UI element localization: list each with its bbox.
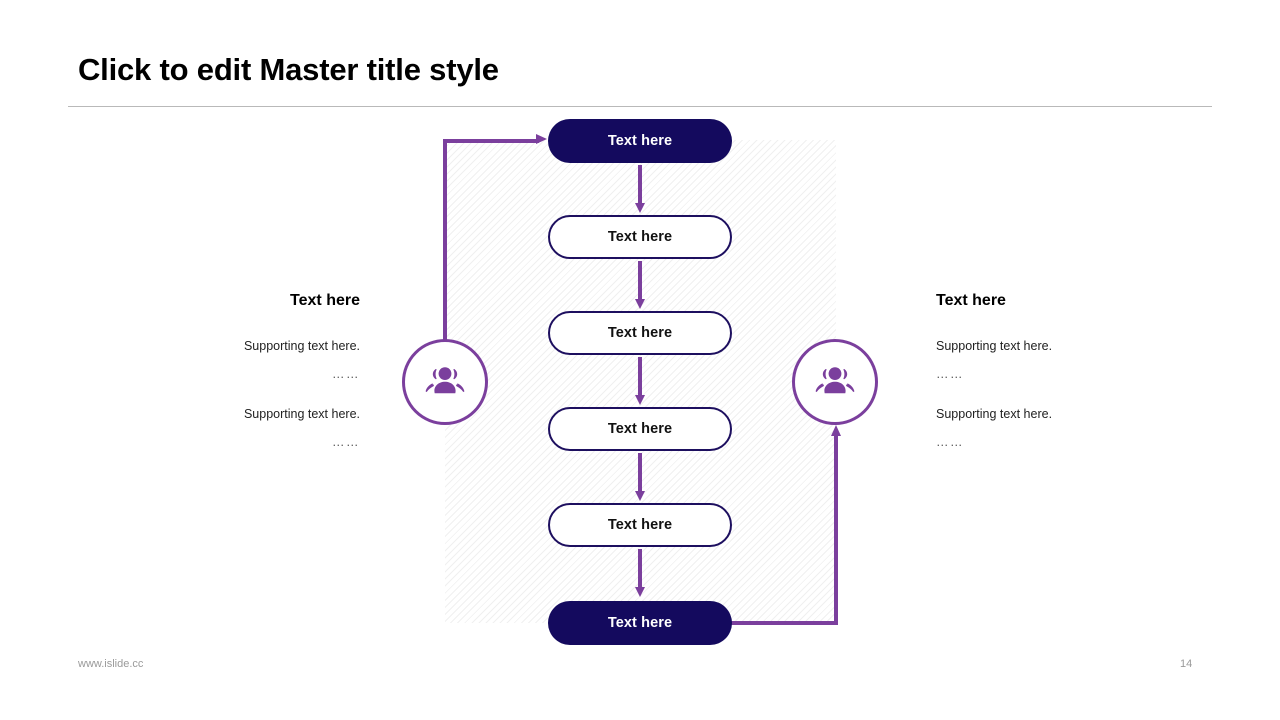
flow-arrow-5-icon bbox=[635, 549, 645, 597]
arrow-head bbox=[635, 587, 645, 597]
right-panel-heading: Text here bbox=[936, 292, 1006, 309]
right-badge[interactable] bbox=[792, 339, 878, 425]
left-panel-line-1: Supporting text here. bbox=[243, 339, 360, 353]
left-text-panel: Text here Supporting text here. …… Suppo… bbox=[180, 292, 360, 449]
flow-step-4[interactable]: Text here bbox=[548, 407, 732, 451]
flow-step-5[interactable]: Text here bbox=[548, 503, 732, 547]
right-loop-arrowhead-icon bbox=[831, 425, 841, 436]
left-badge[interactable] bbox=[402, 339, 488, 425]
flow-step-2[interactable]: Text here bbox=[548, 215, 732, 259]
arrow-shaft bbox=[638, 261, 642, 300]
flow-step-6[interactable]: Text here bbox=[548, 601, 732, 645]
flow-step-label: Text here bbox=[607, 133, 673, 149]
footer-url[interactable]: www.islide.cc bbox=[78, 658, 144, 670]
flow-step-label: Text here bbox=[607, 517, 673, 533]
people-group-icon bbox=[815, 365, 855, 399]
arrow-head bbox=[635, 395, 645, 405]
arrow-shaft bbox=[638, 549, 642, 588]
arrow-shaft bbox=[638, 357, 642, 396]
right-panel-line-1: Supporting text here. bbox=[936, 339, 1053, 353]
left-panel-dots-2: …… bbox=[332, 435, 360, 450]
right-loop-horizontal-segment bbox=[726, 621, 838, 625]
flow-arrow-2-icon bbox=[635, 261, 645, 309]
right-panel-line-2: Supporting text here. bbox=[936, 407, 1053, 422]
flow-step-3[interactable]: Text here bbox=[548, 311, 732, 355]
people-group-icon bbox=[425, 365, 465, 399]
flow-step-label: Text here bbox=[607, 229, 673, 245]
page-title: Click to edit Master title style bbox=[78, 52, 499, 87]
left-loop-vertical-segment bbox=[443, 142, 447, 340]
arrow-head bbox=[635, 299, 645, 309]
arrow-head bbox=[635, 203, 645, 213]
right-panel-dots-1: …… bbox=[936, 367, 964, 382]
flow-step-label: Text here bbox=[607, 615, 673, 631]
page-number: 14 bbox=[1180, 658, 1193, 670]
arrow-shaft bbox=[638, 453, 642, 492]
right-panel-dots-2: …… bbox=[936, 435, 964, 450]
left-panel-line-2: Supporting text here. bbox=[243, 407, 360, 422]
flow-arrow-4-icon bbox=[635, 453, 645, 501]
left-loop-horizontal-segment bbox=[443, 139, 539, 143]
left-panel-dots-1: …… bbox=[332, 367, 360, 382]
title-divider bbox=[68, 106, 1212, 107]
flow-step-label: Text here bbox=[607, 325, 673, 341]
arrow-head bbox=[635, 491, 645, 501]
left-loop-arrowhead-icon bbox=[536, 134, 547, 144]
right-loop-vertical-segment bbox=[834, 434, 838, 624]
flow-step-1[interactable]: Text here bbox=[548, 119, 732, 163]
flow-step-label: Text here bbox=[607, 421, 673, 437]
left-panel-heading: Text here bbox=[290, 292, 360, 309]
flow-arrow-3-icon bbox=[635, 357, 645, 405]
right-text-panel: Text here Supporting text here. …… Suppo… bbox=[936, 292, 1116, 449]
flow-arrow-1-icon bbox=[635, 165, 645, 213]
arrow-shaft bbox=[638, 165, 642, 204]
